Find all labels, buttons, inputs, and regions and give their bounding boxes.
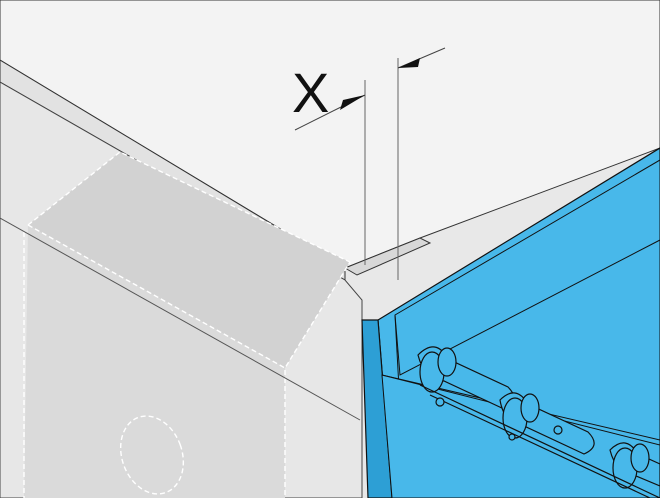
hinge-mechanism <box>417 346 660 498</box>
arrow-head-left <box>340 95 365 110</box>
drawer-front-edge <box>361 319 393 498</box>
arrow-head-right <box>398 58 420 68</box>
dimension-label: X <box>292 61 329 124</box>
hidden-panel-front <box>24 225 285 498</box>
guide-line <box>0 217 361 421</box>
drawer-side-panel <box>381 374 660 498</box>
hidden-panel-top <box>28 152 350 368</box>
drawer-inner-edge <box>394 239 660 376</box>
hidden-outline <box>23 151 351 498</box>
dimension-annotation: X <box>292 47 446 280</box>
worktop-ledge <box>343 237 432 276</box>
